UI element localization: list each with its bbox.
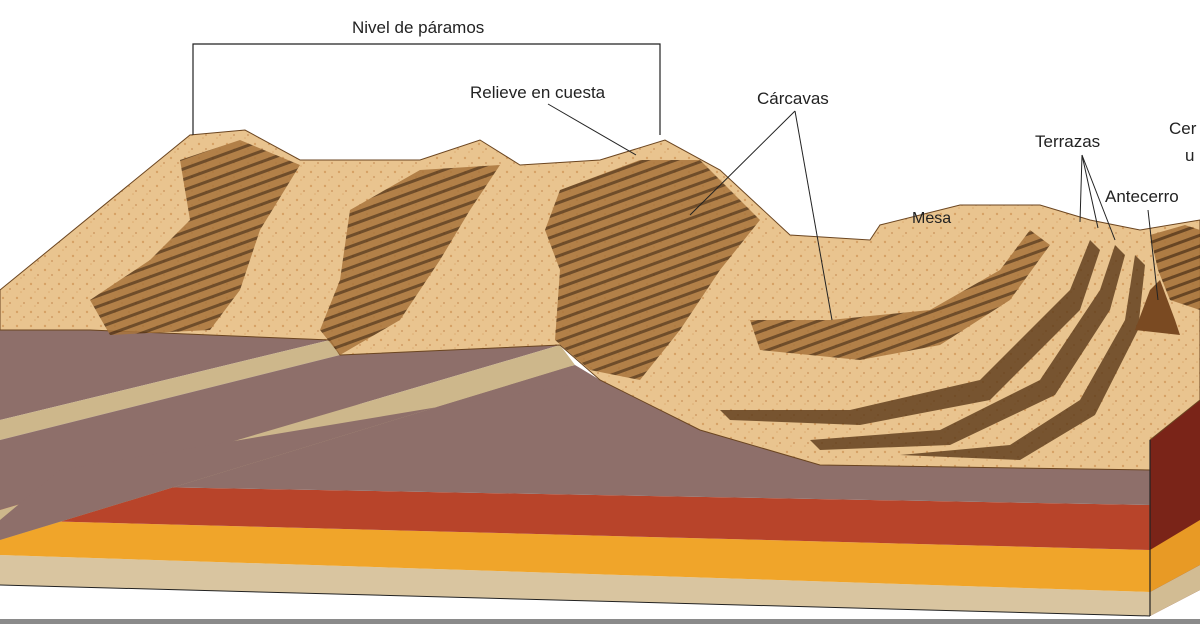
label-nivel-paramos: Nivel de páramos xyxy=(352,18,485,37)
antecerro-mound xyxy=(1135,280,1180,335)
side-face-beige xyxy=(1150,565,1200,616)
layer-beige xyxy=(0,555,1150,616)
leader-relieve-cuesta xyxy=(547,103,637,156)
bracket-nivel-paramos xyxy=(192,43,661,135)
label-cerro-partial-1: Cer xyxy=(1169,119,1197,138)
terrace-2 xyxy=(810,245,1125,450)
label-relieve-cuesta: Relieve en cuesta xyxy=(470,83,606,102)
escarpment-1 xyxy=(90,140,300,335)
terrace-3 xyxy=(900,255,1145,460)
label-terrazas: Terrazas xyxy=(1035,132,1101,151)
side-face-orange xyxy=(1150,520,1200,592)
leader-terrazas-3 xyxy=(1081,154,1116,241)
layer-orange xyxy=(0,520,1150,592)
label-carcavas: Cárcavas xyxy=(757,89,829,108)
layer-mauve-main xyxy=(40,360,1150,505)
leader-terrazas-2 xyxy=(1081,154,1099,229)
leader-terrazas-1 xyxy=(1079,154,1083,223)
label-cerro-partial-2: u xyxy=(1185,146,1195,165)
cerro-testigo xyxy=(1150,225,1200,310)
escarpment-3 xyxy=(545,160,760,380)
label-antecerro: Antecerro xyxy=(1105,187,1179,206)
layer-left-mauve-3 xyxy=(0,365,600,540)
leader-carcavas-2 xyxy=(794,110,833,321)
escarpment-2 xyxy=(320,165,500,355)
layer-left-mauve-1 xyxy=(0,330,330,420)
terrace-1 xyxy=(720,240,1100,425)
label-mesa: Mesa xyxy=(912,210,952,227)
mesa-cliff xyxy=(750,230,1050,360)
leader-antecerro xyxy=(1147,209,1159,301)
leader-carcavas-1 xyxy=(689,110,796,216)
layer-red xyxy=(0,485,1150,550)
layer-left-tan-1 xyxy=(0,340,340,440)
